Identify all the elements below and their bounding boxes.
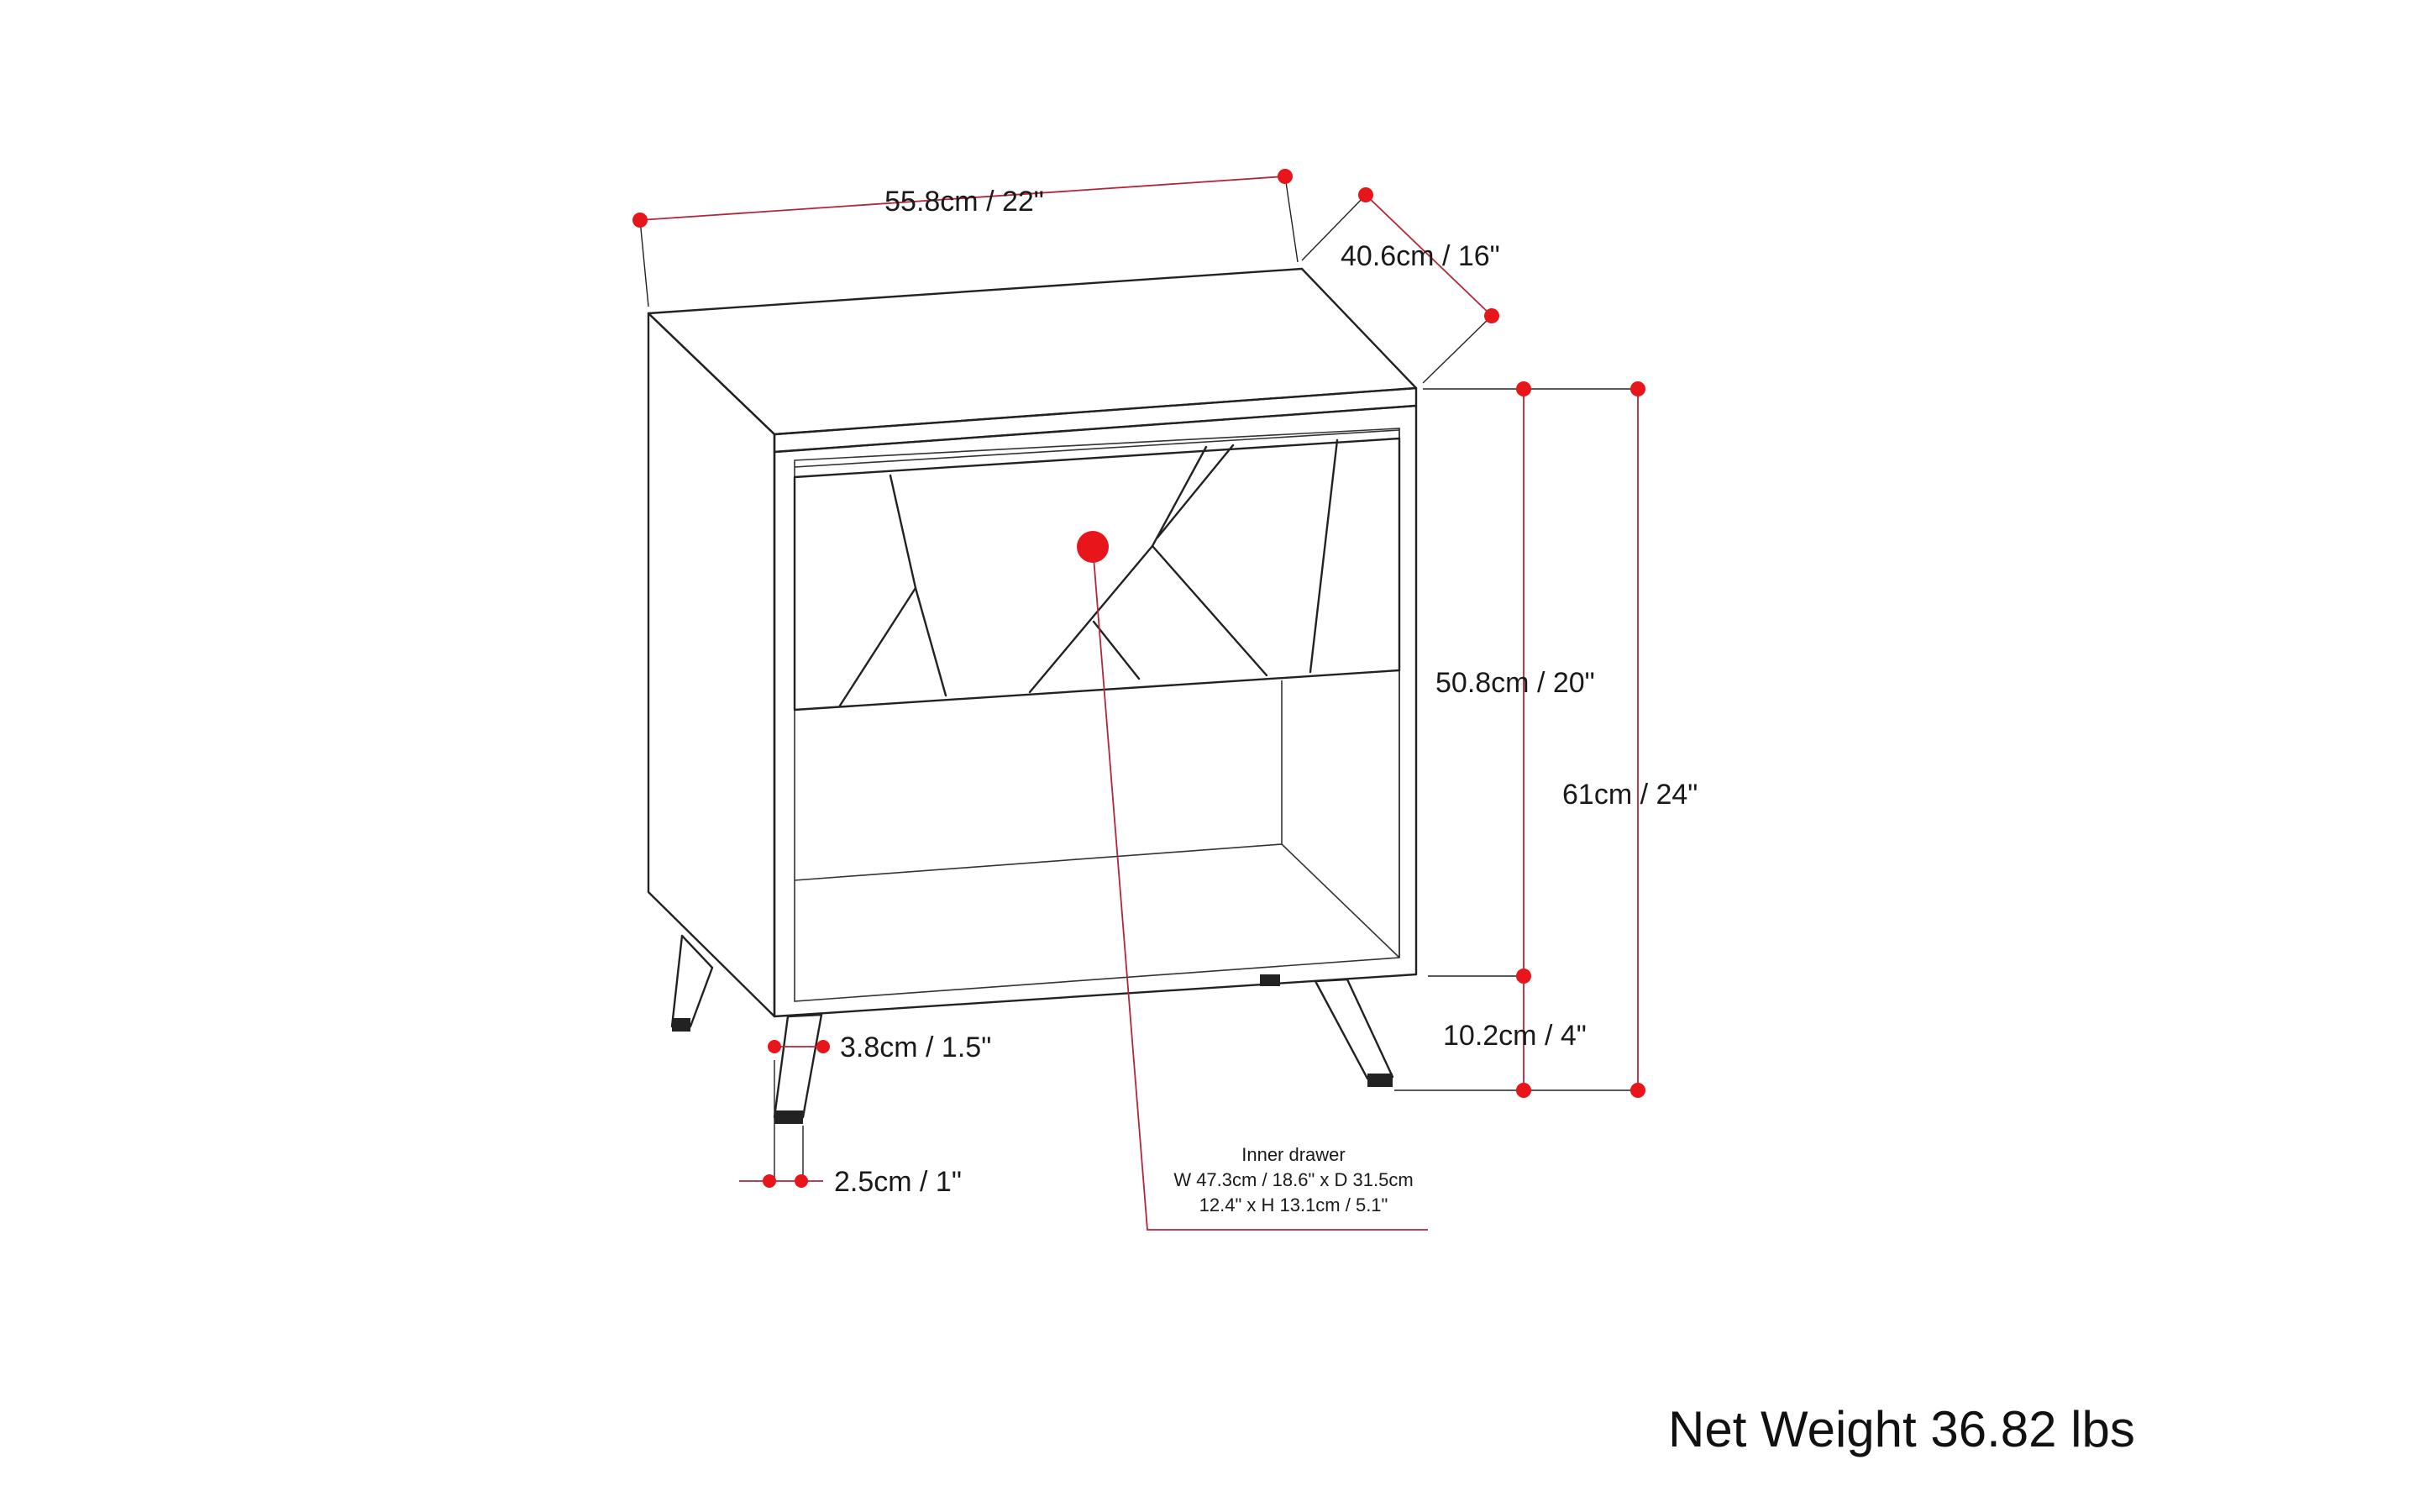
leg-height-bottom-dot: [1516, 1083, 1531, 1098]
inner-drawer-leader-line: [1092, 546, 1428, 1231]
net-weight: Net Weight 36.82 lbs: [1668, 1401, 2135, 1457]
inner-drawer-line-1: W 47.3cm / 18.6" x D 31.5cm: [1173, 1169, 1413, 1190]
width-measure-line: [639, 176, 1286, 221]
drawer-handle-dot: [1077, 531, 1109, 563]
nightstand-drawing: [647, 267, 1418, 1124]
leg-bottom-left-dot: [763, 1174, 776, 1188]
leg-height-label: 10.2cm / 4": [1443, 1020, 1587, 1052]
measurement-lines: [639, 176, 1639, 1231]
leg-bottom-width-label: 2.5cm / 1": [834, 1166, 962, 1198]
dimension-labels: 55.8cm / 22" 40.6cm / 16" 50.8cm / 20" 6…: [834, 186, 1698, 1198]
depth-measure-line: [1365, 194, 1493, 317]
inner-drawer-note: Inner drawer W 47.3cm / 18.6" x D 31.5cm…: [1173, 1144, 1413, 1215]
cabinet-inner-opening: [794, 428, 1400, 1002]
cabinet-front-frame: [773, 404, 1418, 1018]
leg-top-right-dot: [816, 1040, 830, 1053]
leg-front-left: [773, 1013, 823, 1119]
width-end-dot: [1278, 169, 1293, 184]
total-height-top-dot: [1630, 381, 1645, 396]
total-height-bottom-dot: [1630, 1083, 1645, 1098]
depth-label: 40.6cm / 16": [1341, 240, 1500, 272]
leg-top-width-label: 3.8cm / 1.5": [840, 1032, 991, 1063]
measurement-points: [632, 169, 1645, 1188]
drawer-front: [793, 437, 1401, 711]
leg-bottom-right-dot: [795, 1174, 808, 1188]
cabinet-top-front-edge: [773, 386, 1418, 454]
total-height-label: 61cm / 24": [1562, 779, 1698, 811]
width-label: 55.8cm / 22": [884, 186, 1044, 218]
depth-end-dot: [1484, 308, 1499, 323]
width-start-dot: [632, 213, 648, 228]
depth-start-dot: [1358, 187, 1373, 202]
inner-drawer-line-2: 12.4" x H 13.1cm / 5.1": [1199, 1194, 1388, 1215]
legs: [670, 934, 1394, 1124]
inner-drawer-title: Inner drawer: [1241, 1144, 1346, 1165]
body-height-label: 50.8cm / 20": [1435, 667, 1595, 699]
drawer-geometric-pattern: [838, 438, 1339, 707]
cabinet-left-side: [647, 312, 776, 1018]
body-height-top-dot: [1516, 381, 1531, 396]
leg-top-left-dot: [768, 1040, 781, 1053]
shelf-back: [794, 680, 1283, 881]
cabinet-top-surface: [647, 267, 1418, 436]
leg-front-right: [1314, 978, 1394, 1080]
body-height-bottom-dot: [1516, 969, 1531, 984]
